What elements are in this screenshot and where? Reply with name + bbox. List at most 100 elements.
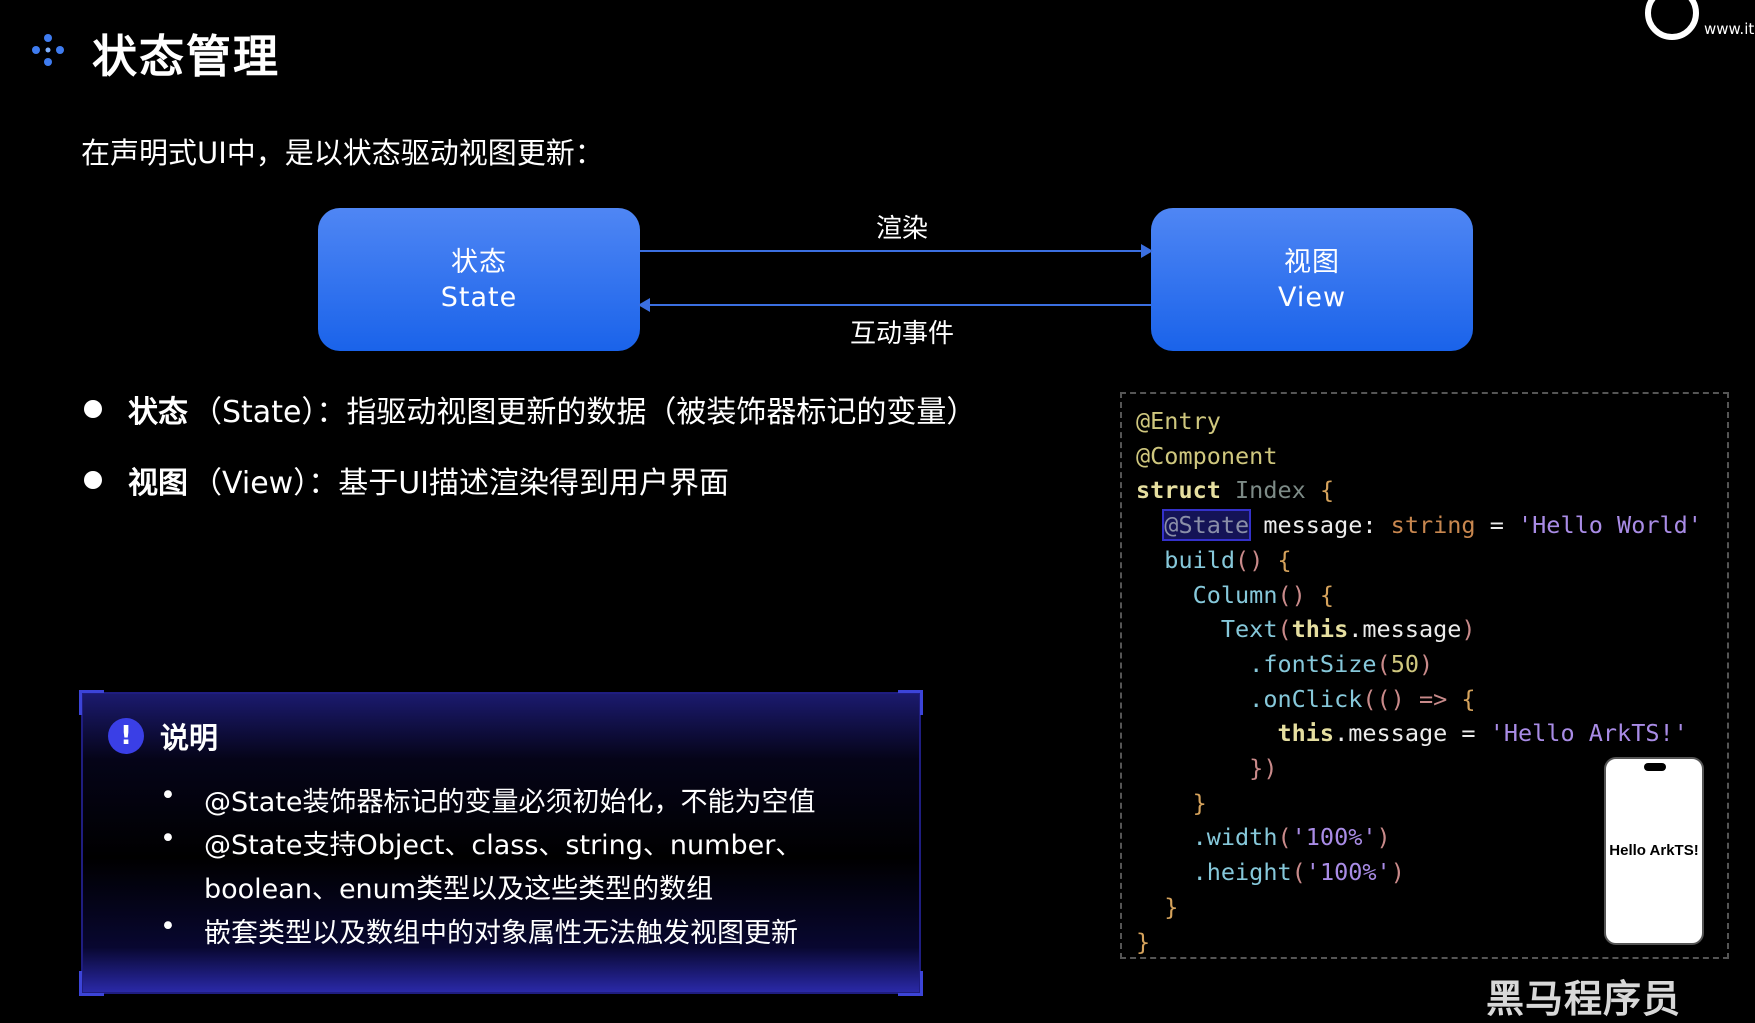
note-title: 说明 xyxy=(160,721,219,755)
code-line: .height('100%') xyxy=(1136,855,1702,890)
phone-notch xyxy=(1644,763,1666,771)
code-token: ( xyxy=(1277,615,1292,644)
bullet-desc: 基于UI描述渲染得到用户界面 xyxy=(338,466,730,501)
code-token: message: xyxy=(1249,511,1391,540)
code-line: .width('100%') xyxy=(1136,820,1702,855)
code-token: @Entry xyxy=(1136,407,1221,435)
code-token: this xyxy=(1136,719,1335,748)
code-token: .message xyxy=(1348,615,1462,644)
code-lines: @Entry @Component struct Index { @State me… xyxy=(1136,404,1702,959)
code-token: { xyxy=(1461,684,1476,713)
code-token: 50 xyxy=(1390,649,1419,678)
code-token: ( xyxy=(1277,823,1292,852)
state-box: 状态 State xyxy=(318,208,640,351)
code-token: ) xyxy=(1418,649,1434,678)
code-token: ) xyxy=(1376,823,1391,852)
code-token: build xyxy=(1136,545,1236,574)
bullet-paren: （View）： xyxy=(192,466,339,501)
code-token: Text xyxy=(1136,615,1278,644)
code-token: () xyxy=(1277,580,1306,609)
bullet-state: 状态 （State）： 指驱动视图更新的数据（被装饰器标记的变量） xyxy=(84,387,976,431)
code-token: } xyxy=(1136,892,1179,921)
state-box-zh: 状态 xyxy=(451,246,507,278)
bullet-dot-icon xyxy=(84,471,102,489)
code-token: }) xyxy=(1136,754,1278,783)
code-token: { xyxy=(1305,580,1335,609)
note-panel xyxy=(79,690,923,996)
code-token: (() => xyxy=(1362,684,1462,713)
view-box: 视图 View xyxy=(1151,208,1473,351)
code-line: }) xyxy=(1136,751,1702,786)
note-item-text: @State支持Object、class、string、number、 xyxy=(204,830,803,861)
brand-logo: www.it xyxy=(1640,0,1755,48)
exclamation-icon: ! xyxy=(108,718,144,754)
note-item-text: boolean、enum类型以及这些类型的数组 xyxy=(204,874,714,905)
event-label: 互动事件 xyxy=(849,319,954,349)
code-line: } xyxy=(1136,925,1702,960)
bullet-view: 视图 （View）： 基于UI描述渲染得到用户界面 xyxy=(84,458,729,502)
code-line: struct Index { xyxy=(1136,473,1702,508)
code-token: @Component xyxy=(1136,441,1278,470)
note-item: boolean、enum类型以及这些类型的数组 xyxy=(160,867,713,906)
code-token: this xyxy=(1291,615,1349,644)
code-token: ) xyxy=(1461,615,1476,644)
code-token xyxy=(1136,511,1164,539)
phone-text: Hello ArkTS! xyxy=(1609,842,1699,859)
code-token: .height xyxy=(1136,858,1292,887)
code-token: struct xyxy=(1136,476,1221,505)
code-line: @State message: string = 'Hello World' xyxy=(1136,508,1702,543)
code-token: .width xyxy=(1136,823,1278,852)
code-token: } xyxy=(1136,927,1151,956)
code-token: () xyxy=(1235,545,1264,574)
note-item-text: @State装饰器标记的变量必须初始化，不能为空值 xyxy=(204,787,816,818)
code-token: Column xyxy=(1136,580,1278,609)
code-line: } xyxy=(1136,890,1702,925)
code-line: this.message = 'Hello ArkTS!' xyxy=(1136,716,1702,751)
code-token: = xyxy=(1475,511,1519,540)
bullet-term: 视图 xyxy=(128,466,188,501)
watermark: 黑马程序员 xyxy=(1486,977,1682,1021)
note-item-text: 嵌套类型以及数组中的对象属性无法触发视图更新 xyxy=(204,918,798,949)
code-token: Index xyxy=(1220,476,1320,505)
code-token: { xyxy=(1319,476,1335,505)
code-token: .fontSize xyxy=(1136,649,1377,678)
code-token: ( xyxy=(1291,858,1306,887)
code-line: Text(this.message) xyxy=(1136,612,1702,647)
code-line: .fontSize(50) xyxy=(1136,647,1702,682)
code-token: } xyxy=(1136,788,1207,817)
bullet-dot-icon xyxy=(84,400,102,418)
code-token: 'Hello ArkTS!' xyxy=(1489,719,1688,748)
intro-text: 在声明式UI中，是以状态驱动视图更新： xyxy=(81,136,604,170)
note-item: •@State支持Object、class、string、number、 xyxy=(160,823,803,861)
note-header: ! 说明 xyxy=(108,715,218,757)
code-token: { xyxy=(1263,545,1292,574)
logo-url: www.it xyxy=(1704,20,1754,38)
state-box-en: State xyxy=(440,281,518,313)
code-token: ) xyxy=(1390,858,1405,887)
code-line: .onClick(() => { xyxy=(1136,682,1702,717)
note-item: •@State装饰器标记的变量必须初始化，不能为空值 xyxy=(160,780,816,818)
code-token: .message = xyxy=(1334,719,1490,748)
bullet-paren: （State）： xyxy=(192,395,347,430)
sparkle-logo-icon xyxy=(26,28,70,72)
code-token: 'Hello World' xyxy=(1518,511,1702,540)
bullet-desc: 指驱动视图更新的数据（被装饰器标记的变量） xyxy=(346,395,977,430)
view-box-en: View xyxy=(1277,281,1347,313)
code-token: string xyxy=(1390,511,1476,540)
code-line: } xyxy=(1136,786,1702,821)
code-block: @Entry @Component struct Index { @State me… xyxy=(1120,392,1729,959)
code-token: ( xyxy=(1376,649,1391,678)
render-label: 渲染 xyxy=(875,214,928,244)
code-line: @Entry xyxy=(1136,404,1702,439)
code-line: @Component xyxy=(1136,439,1702,474)
code-line: build() { xyxy=(1136,543,1702,578)
code-token: '100%' xyxy=(1305,858,1391,887)
render-arrow xyxy=(640,244,1153,258)
bullet-term: 状态 xyxy=(128,395,188,430)
note-item: •嵌套类型以及数组中的对象属性无法触发视图更新 xyxy=(160,911,798,949)
phone-preview: Hello ArkTS! xyxy=(1604,757,1704,945)
code-token: @State xyxy=(1162,509,1252,542)
page-title: 状态管理 xyxy=(92,30,281,83)
code-line: Column() { xyxy=(1136,578,1702,613)
event-arrow xyxy=(638,298,1151,312)
